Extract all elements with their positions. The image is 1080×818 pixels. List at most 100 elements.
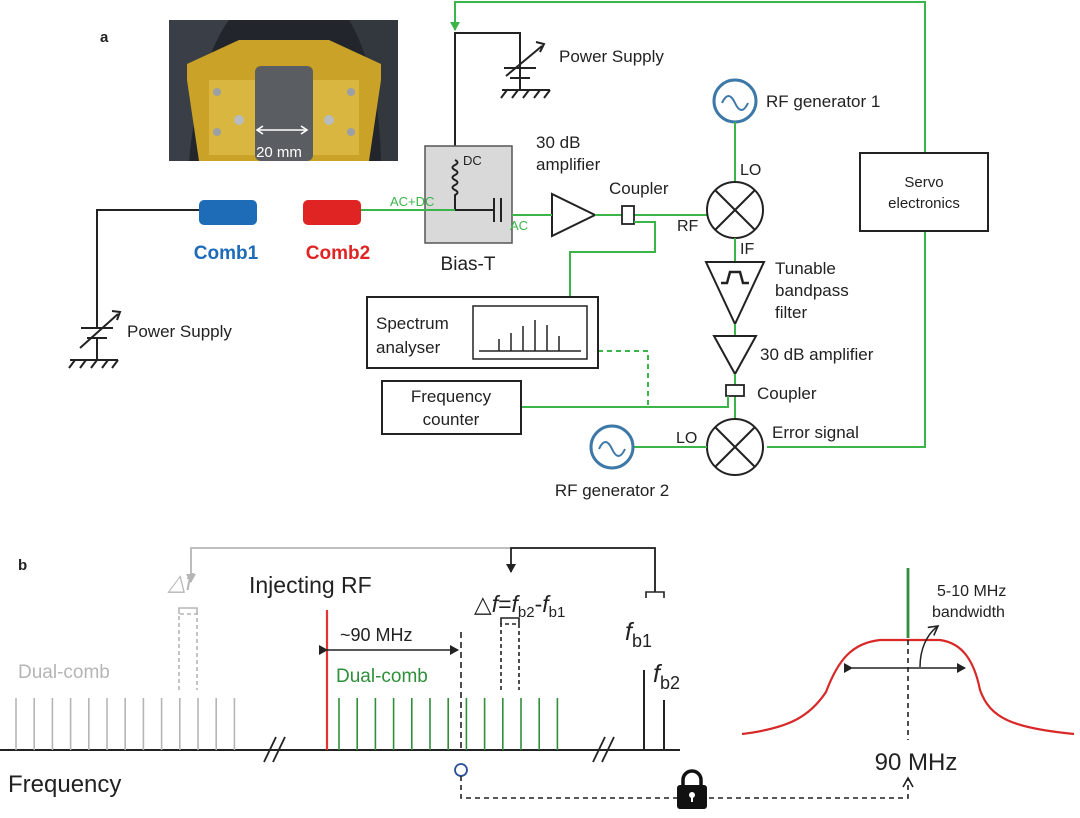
spectrum-label-line1: Spectrum	[376, 314, 449, 333]
photo-screw-4	[347, 128, 355, 136]
lock-reference-marker	[454, 763, 468, 777]
90mhz-label: 90 MHz	[875, 749, 958, 776]
green-delta-f-bracket	[500, 617, 520, 690]
counter-label-line1: Frequency	[411, 387, 492, 406]
amplifier-1-symbol	[551, 192, 598, 238]
fb1-label-sub: b1	[632, 631, 652, 651]
photo-cable-right	[349, 20, 398, 161]
gray-delta-f-bracket	[178, 607, 198, 690]
power-supply-top-label: Power Supply	[559, 47, 664, 66]
spectrum-label-line2: analyser	[376, 338, 441, 357]
bias-t-ac-label: AC	[510, 218, 528, 233]
servo-electronics-box	[859, 152, 989, 232]
fb1-label-f: f	[625, 618, 635, 646]
photo-connector-right	[324, 115, 334, 125]
bandwidth-curve	[741, 638, 1075, 736]
photo-screw-1	[213, 88, 221, 96]
amplifier-1-label-line2: amplifier	[536, 155, 601, 174]
bandwidth-label-line2: bandwidth	[932, 604, 1005, 621]
mixer-1-symbol	[706, 181, 764, 239]
servo-feedback-line	[450, 1, 926, 448]
coupler-to-spectrum-line	[569, 221, 656, 297]
fb2-label-sub: b2	[660, 673, 680, 693]
comb1-supply-line	[96, 209, 199, 328]
ac-dc-label: AC+DC	[390, 194, 434, 209]
fb2-label-f: f	[653, 660, 663, 688]
delta-f-eq-sub-b2: b2	[518, 604, 535, 621]
amplifier-2-label: 30 dB amplifier	[760, 345, 874, 364]
green-dual-comb-lines	[338, 698, 559, 750]
comb1-chip	[199, 200, 257, 225]
rf-generator-1-label: RF generator 1	[766, 92, 880, 111]
mixer-2-lo-label: LO	[676, 430, 697, 447]
dc-feed-line	[454, 32, 521, 160]
mixer-1-if-label: IF	[740, 241, 754, 258]
device-photo: 20 mm	[169, 20, 398, 161]
rf-generator-2-label: RF generator 2	[555, 481, 669, 500]
mixer-2-symbol	[706, 418, 764, 476]
delta-f-eq-f: f	[492, 591, 501, 617]
delta-f-eq-f2: f	[512, 591, 521, 617]
comb2-chip	[303, 200, 361, 225]
bandwidth-label-line1: 5-10 MHz	[937, 583, 1006, 600]
mixer-1-rf-label: RF	[677, 218, 699, 235]
90mhz-approx-label: ~90 MHz	[340, 625, 413, 645]
filter-label-line1: Tunable	[775, 259, 836, 278]
fb1-label: fb1	[625, 618, 652, 651]
coupler-1-label: Coupler	[609, 179, 669, 198]
black-loop-arrow	[506, 547, 656, 592]
error-signal-label: Error signal	[772, 423, 859, 442]
amplifier-1-label-line1: 30 dB	[536, 133, 580, 152]
photo-scale-label: 20 mm	[256, 144, 302, 161]
amplifier-2-symbol	[712, 335, 758, 377]
frequency-axis-label: Frequency	[8, 771, 121, 798]
coupler-2-label: Coupler	[757, 384, 817, 403]
delta-f-equation: △f=fb2-fb1	[474, 591, 565, 621]
photo-screw-3	[347, 88, 355, 96]
comb2-label: Comb2	[306, 243, 370, 264]
bias-t-box	[424, 145, 513, 244]
delta-f-eq-symbol: △	[474, 591, 492, 617]
counter-label-line2: counter	[423, 410, 480, 429]
delta-f-eq-sub-b1: b1	[549, 604, 566, 621]
coupler-to-counter-line	[521, 396, 729, 408]
axis-break-marks	[263, 736, 615, 763]
power-supply-left-symbol	[68, 310, 122, 369]
spectrum-screen	[472, 305, 588, 360]
rf-generator-2-wave	[598, 441, 626, 457]
servo-label-line1: Servo	[904, 174, 943, 191]
filter-label-line2: bandpass	[775, 281, 849, 300]
bias-t-dc-label: DC	[463, 153, 482, 168]
rf-generator-1-wave	[721, 95, 749, 111]
bias-t-label: Bias-T	[441, 254, 496, 275]
photo-chip	[255, 66, 313, 161]
dual-comb-green-label: Dual-comb	[336, 666, 428, 687]
frequency-counter-box	[381, 380, 522, 435]
delta-f-eq-equals: =	[498, 591, 511, 617]
power-supply-left-label: Power Supply	[127, 322, 232, 341]
power-supply-top-symbol	[500, 41, 551, 99]
bias-t-inductor	[451, 159, 459, 210]
photo-connector-left	[234, 115, 244, 125]
photo-scale-arrow-right	[300, 125, 309, 135]
coupler-2-symbol	[725, 384, 745, 397]
comb1-label: Comb1	[194, 243, 259, 264]
bandwidth-pointer-arrow	[919, 625, 940, 668]
fb2-label: fb2	[653, 660, 680, 693]
spectrum-screen-peaks	[479, 320, 581, 352]
mixer-1-lo-label: LO	[740, 162, 761, 179]
delta-f-eq-minus: -	[535, 591, 543, 617]
bandpass-shape-icon	[721, 270, 749, 285]
gray-dual-comb-lines	[15, 698, 236, 750]
panel-a-letter: a	[100, 29, 109, 46]
delta-f-eq-f3: f	[542, 591, 551, 617]
injecting-rf-label: Injecting RF	[249, 572, 372, 598]
bandpass-filter-symbol	[704, 261, 766, 327]
filter-label-line3: filter	[775, 303, 807, 322]
dual-comb-gray-label: Dual-comb	[18, 662, 110, 683]
coupler-1-symbol	[621, 205, 635, 225]
lock-icon	[677, 769, 707, 809]
bias-t-capacitor	[455, 198, 502, 222]
photo-screw-2	[213, 128, 221, 136]
